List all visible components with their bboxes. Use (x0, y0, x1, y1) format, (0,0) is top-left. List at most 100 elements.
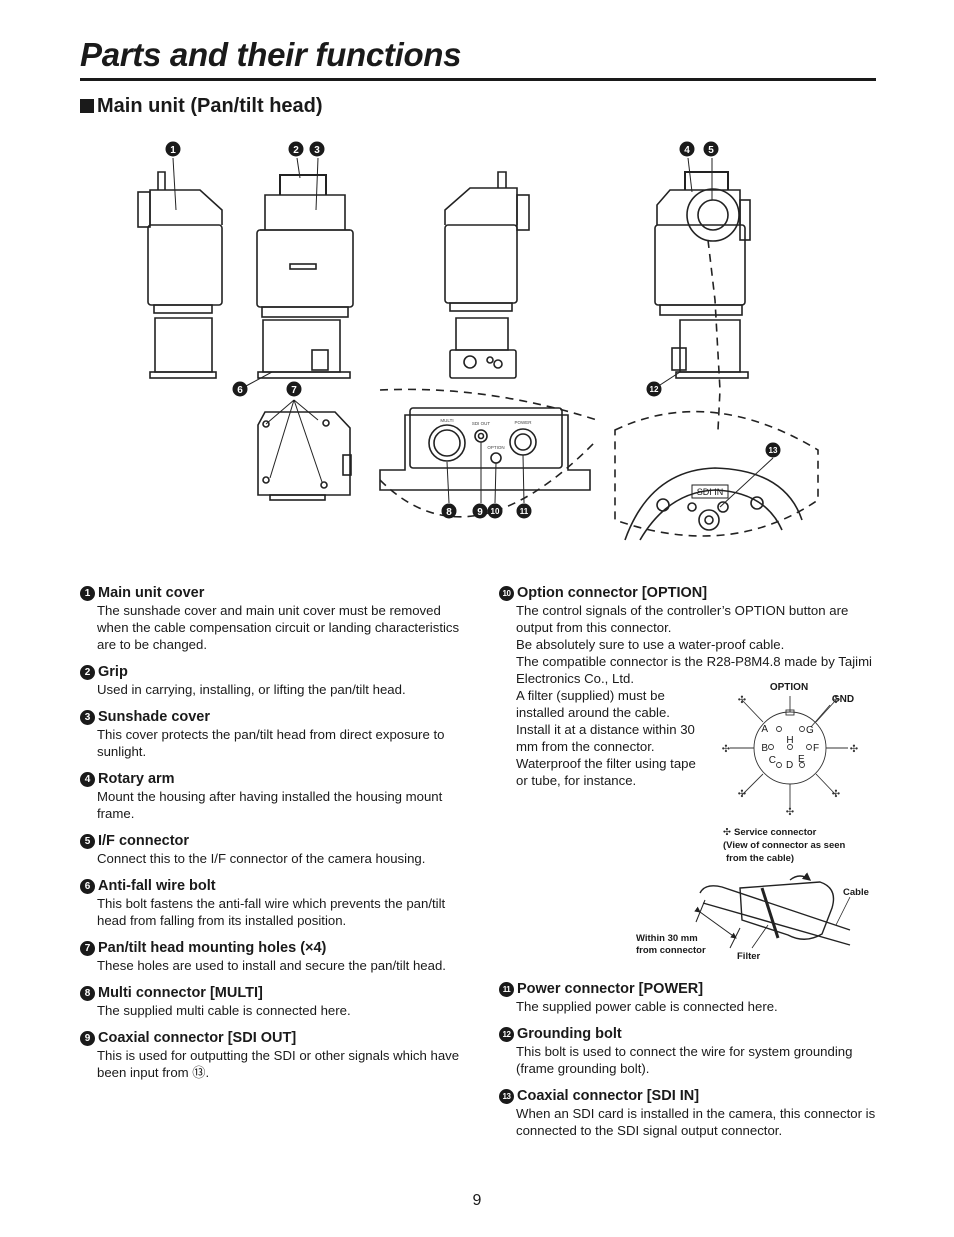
item-13-title: Coaxial connector [SDI IN] (517, 1088, 700, 1104)
callout-4: 4 (679, 141, 695, 157)
title-rule (80, 78, 876, 81)
section-heading: Main unit (Pan/tilt head) (80, 95, 323, 118)
item-2-number: 2 (80, 664, 95, 680)
callout-13: 13 (765, 442, 781, 458)
service-mark-6: ✣ (832, 789, 840, 800)
item-12-title: Grounding bolt (517, 1026, 622, 1042)
item-3-number: 3 (80, 709, 95, 725)
item-1-text: The sunshade cover and main unit cover m… (97, 603, 460, 652)
callout-4-text: 4 (684, 145, 690, 156)
square-bullet-icon (80, 99, 94, 113)
item-10-text-3: The compatible connector is the R28-P8M4… (516, 654, 872, 686)
pin-f-label: F (813, 743, 819, 754)
pin-h-label: H (786, 735, 793, 746)
callout-7-text: 7 (291, 385, 297, 396)
callout-7: 7 (286, 381, 302, 397)
item-9-text: This is used for outputting the SDI or o… (97, 1048, 460, 1080)
callout-2: 2 (288, 141, 304, 157)
callout-9: 9 (472, 503, 488, 519)
callout-5-text: 5 (708, 145, 714, 156)
power-label: POWER (514, 420, 532, 425)
pin-d-label: D (786, 760, 793, 771)
callout-1: 1 (165, 141, 181, 157)
note-line-3: from the cable) (726, 853, 794, 864)
section-heading-text: Main unit (Pan/tilt head) (97, 95, 323, 117)
option-panel-label: OPTION (487, 445, 504, 450)
page-title: Parts and their functions (80, 36, 462, 73)
callout-10: 10 (487, 503, 503, 519)
pin-c-label: C (769, 755, 776, 766)
item-7-text: These holes are used to install and secu… (97, 958, 446, 973)
item-10-number: 10 (499, 585, 514, 601)
callout-12-text: 12 (650, 385, 659, 394)
side-view-drawing (137, 171, 223, 379)
within-label-1: Within 30 mm (636, 933, 698, 944)
item-4-number: 4 (80, 771, 95, 787)
callout-8: 8 (441, 503, 457, 519)
item-1-number: 1 (80, 585, 95, 601)
bottom-view-drawing (257, 411, 352, 501)
item-12-text: This bolt is used to connect the wire fo… (516, 1044, 853, 1076)
service-mark-1: ✣ (738, 695, 746, 706)
item-10-title: Option connector [OPTION] (517, 585, 708, 601)
pin-e-label: E (798, 754, 805, 765)
callout-3-text: 3 (314, 145, 320, 156)
other-side-view-drawing (654, 171, 751, 379)
callout-2-text: 2 (293, 145, 299, 156)
pin-g-label: G (806, 725, 814, 736)
item-5-number: 5 (80, 833, 95, 849)
figure-callouts: 1 2 3 4 5 6 7 8 9 10 11 12 13 (165, 141, 781, 519)
cable-label: Cable (843, 887, 869, 898)
item-6-number: 6 (80, 878, 95, 894)
service-mark-2: ✣ (832, 695, 840, 706)
pin-b-label: B (761, 743, 768, 754)
item-7-title: Pan/tilt head mounting holes (×4) (98, 940, 327, 956)
callout-11-text: 11 (520, 507, 529, 516)
item-13-text: When an SDI card is installed in the cam… (516, 1106, 876, 1138)
item-11-title: Power connector [POWER] (517, 981, 704, 997)
service-mark-3: ✣ (722, 744, 730, 755)
item-8-title: Multi connector [MULTI] (98, 985, 263, 1001)
filter-diagram: Cable Within 30 mm from connector Filter (636, 872, 869, 962)
sdi-in-zoom-view (614, 410, 819, 541)
filter-label: Filter (737, 951, 761, 962)
connector-panel-enlargement (379, 388, 598, 518)
item-8-number: 8 (80, 985, 95, 1001)
callout-10-text: 10 (491, 507, 500, 516)
item-11-number: 11 (499, 981, 514, 997)
item-13-number: 13 (499, 1088, 514, 1104)
callout-3: 3 (309, 141, 325, 157)
note-line-2: (View of connector as seen (723, 840, 846, 851)
item-3-text: This cover protects the pan/tilt head fr… (97, 727, 445, 759)
callout-6: 6 (232, 381, 248, 397)
item-4-text: Mount the housing after having installed… (97, 789, 443, 821)
item-3-title: Sunshade cover (98, 709, 211, 725)
front-view-drawing (256, 174, 354, 379)
callout-13-text: 13 (769, 446, 778, 455)
gnd-label: GND (832, 694, 854, 705)
service-mark-5: ✣ (738, 789, 746, 800)
item-6-title: Anti-fall wire bolt (98, 878, 216, 894)
sdi-in-label: SDI IN (697, 487, 724, 497)
item-8-text: The supplied multi cable is connected he… (97, 1003, 351, 1018)
callout-5: 5 (703, 141, 719, 157)
item-10-filter-note: A filter (supplied) must be installed ar… (516, 688, 696, 788)
callout-12: 12 (646, 381, 662, 397)
item-5-title: I/F connector (98, 833, 190, 849)
option-diagram-title: OPTION (770, 682, 808, 693)
pin-a-label: A (761, 724, 768, 735)
